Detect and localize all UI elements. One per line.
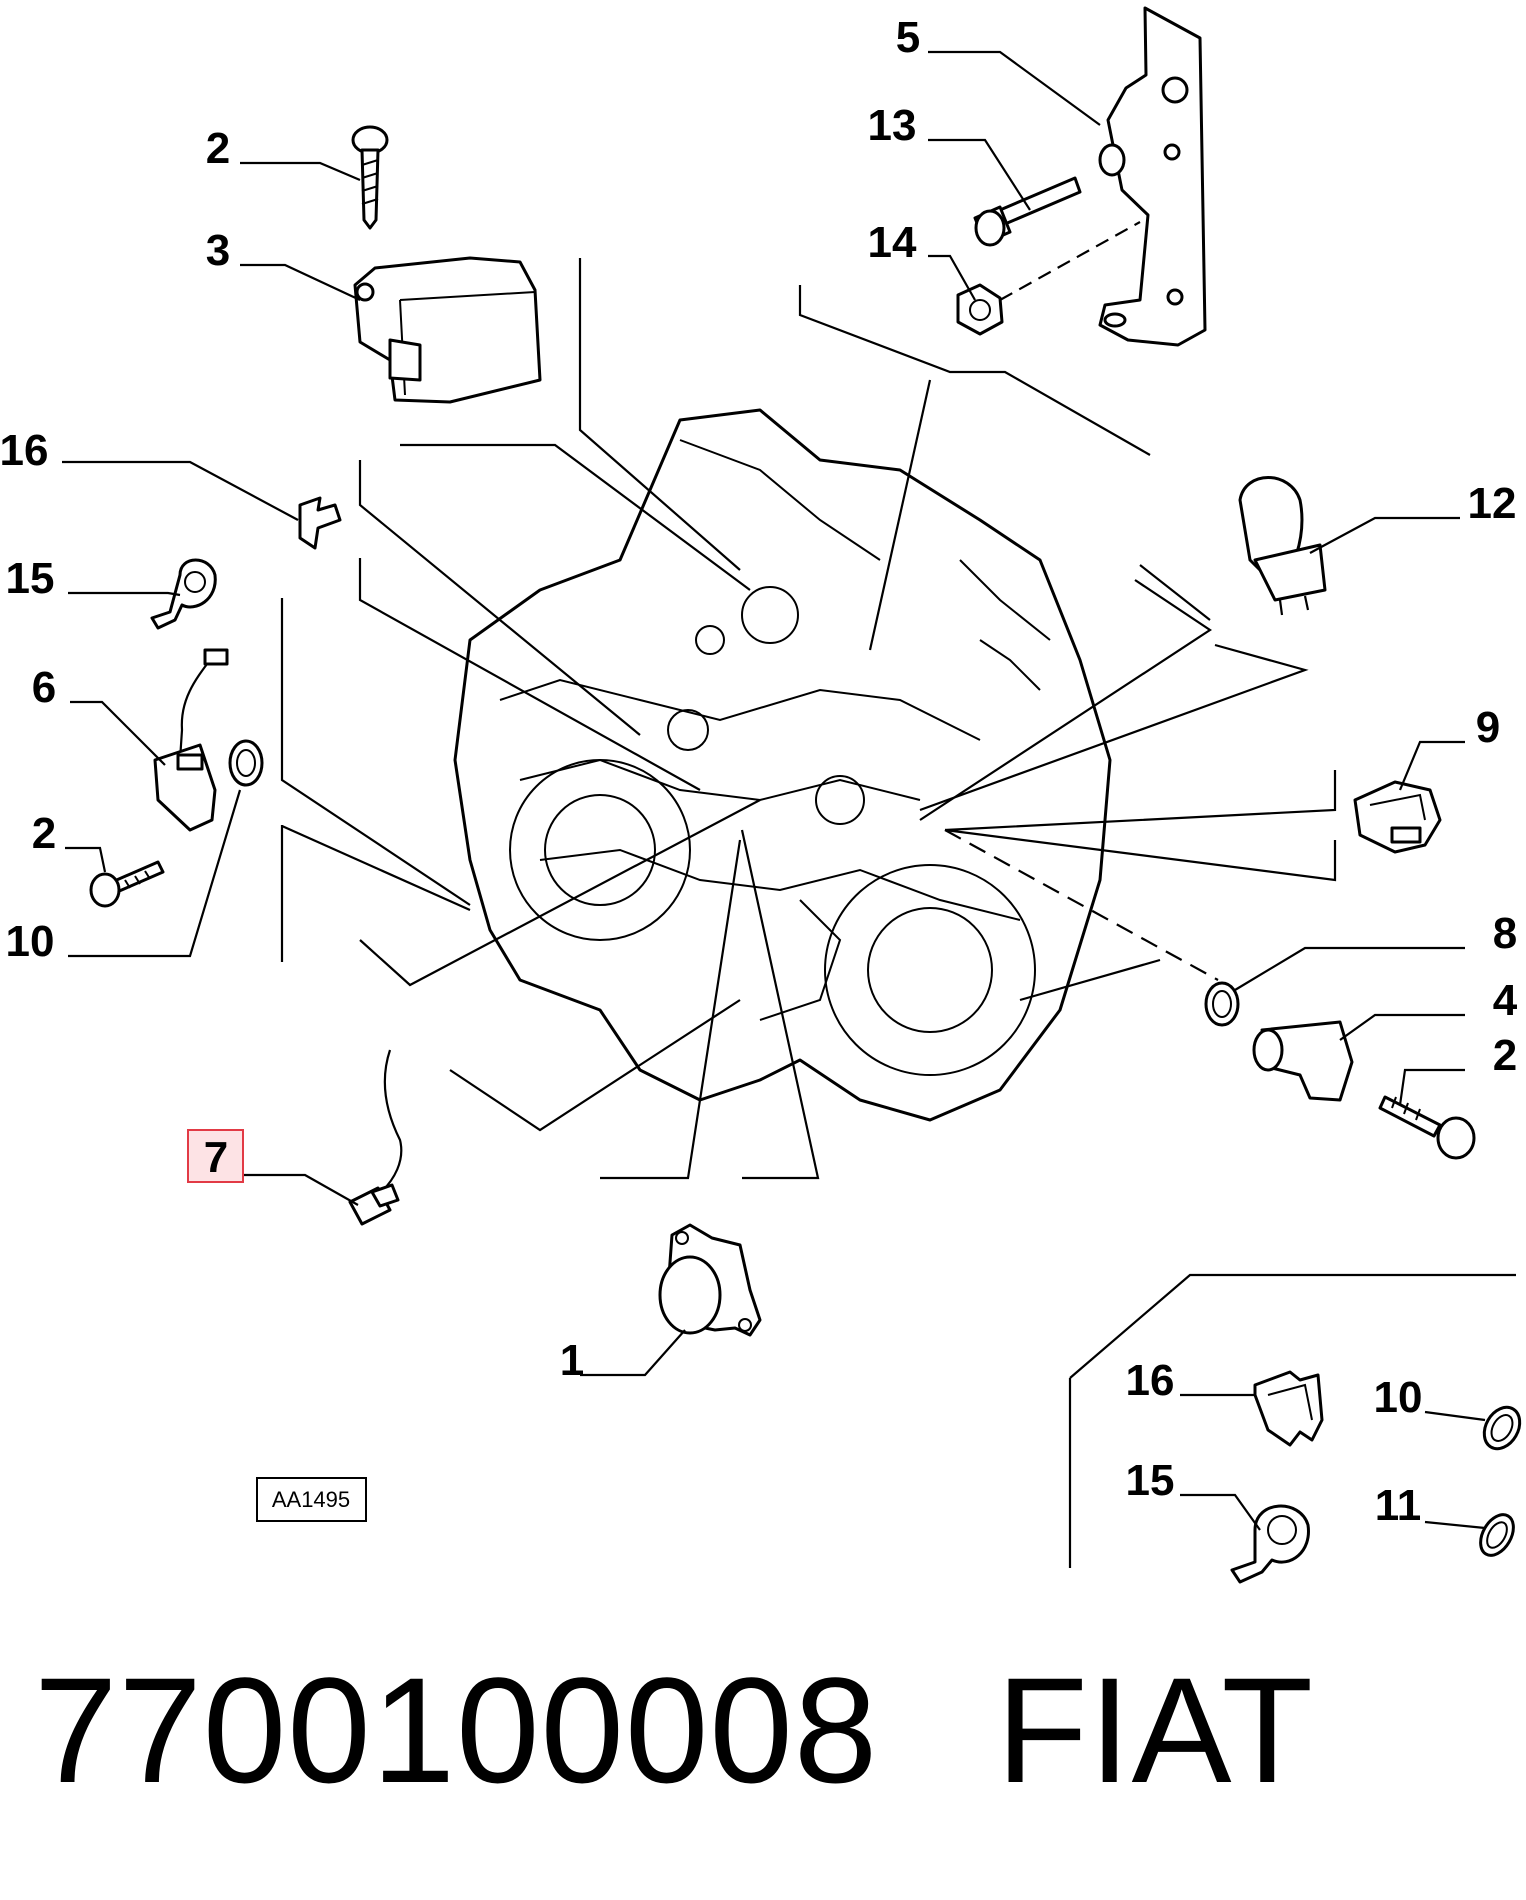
part-1-actuator: [658, 1223, 762, 1337]
part-9-connector: [1353, 780, 1442, 854]
reference-code: AA1495: [272, 1487, 350, 1512]
callout-label: 16: [0, 426, 48, 475]
part-14-nut: [956, 221, 1141, 336]
part-16-clip-left: [298, 496, 342, 550]
callout-label: 10: [6, 917, 55, 966]
callout-label: 5: [896, 13, 920, 62]
callout-7-highlight: [187, 1129, 244, 1183]
callout-label: 8: [1493, 909, 1517, 958]
callout-label: 12: [1468, 479, 1517, 528]
callout-label: 2: [1493, 1031, 1517, 1080]
reference-code-box: [256, 1477, 367, 1522]
leader-lines: [280, 258, 1516, 1568]
part-8-oring: [1204, 981, 1240, 1027]
part-5-bracket: [1098, 6, 1207, 347]
callout-label: 11: [1375, 1481, 1422, 1530]
callout-label: 3: [206, 226, 230, 275]
callout-label: 4: [1493, 976, 1518, 1025]
part-3-actuator: [353, 256, 542, 404]
part-4-sensor: [1252, 1020, 1354, 1102]
callout-label: 10: [1374, 1373, 1423, 1422]
brand-name: FIAT: [996, 1646, 1315, 1814]
callout-label: 15: [1126, 1456, 1175, 1505]
callout-label: 6: [32, 663, 56, 712]
callout-label: 2: [206, 124, 230, 173]
part-2-screw-right: [1378, 1095, 1476, 1160]
callout-label callout-7: 7: [204, 1133, 228, 1182]
part-number: 7700100008: [34, 1646, 879, 1814]
part-15-clamp-right: [1230, 1504, 1310, 1584]
part-15-clamp-left: [150, 558, 217, 630]
part-6-sensor: [153, 648, 229, 832]
part-2-screw-top: [351, 125, 389, 230]
callout-leaders: [62, 50, 1486, 1531]
callout-label: 13: [868, 101, 917, 150]
part-10-washer-right: [1482, 1405, 1522, 1451]
callout-label: 14: [868, 218, 917, 267]
part-12-sensor: [1238, 476, 1327, 616]
part-7-sensor: [348, 1049, 403, 1226]
callout-label: 2: [32, 809, 56, 858]
part-10-washer-left: [228, 739, 264, 787]
callout-labels: 5 13 14 2 3 16 15 6 2 10 12 9 8 4 2 7 1 …: [0, 13, 1518, 1530]
callout-label: 9: [1476, 703, 1500, 752]
callout-label: 1: [560, 1336, 584, 1385]
callout-label: 15: [6, 554, 55, 603]
part-11-washer: [1479, 1513, 1515, 1557]
part-16-clip-right: [1253, 1370, 1324, 1447]
callout-label: 16: [1126, 1356, 1175, 1405]
part-13-bolt: [973, 143, 1126, 247]
part-2-screw-left: [89, 860, 165, 908]
transmission-housing: [453, 408, 1112, 1122]
